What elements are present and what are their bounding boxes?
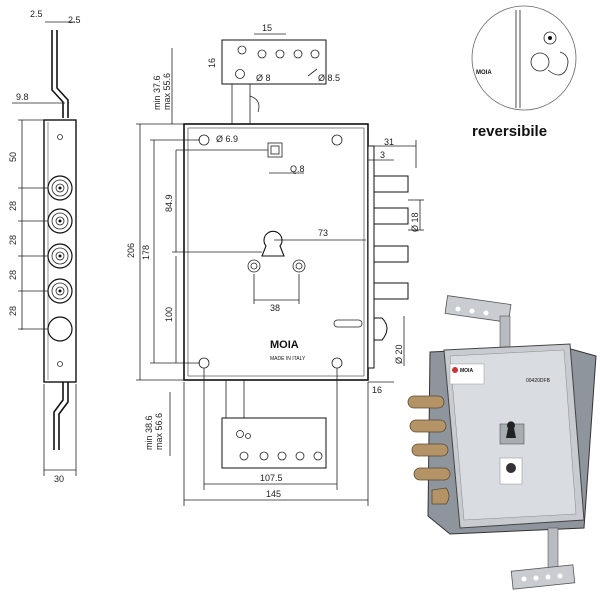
inset-brand: MOIA	[476, 70, 492, 76]
height-178: 178	[141, 245, 151, 260]
latch-offset: 16	[372, 385, 382, 395]
front-latch	[373, 317, 388, 341]
photo-keyhole	[506, 421, 516, 438]
cylinder-screw-right	[292, 259, 306, 273]
side-spacing-28c: 28	[8, 270, 18, 280]
top-range-max: max 55.6	[162, 73, 172, 110]
screw-hole-top-right	[331, 134, 343, 146]
photo-bolts	[407, 395, 451, 505]
square-label: Q.8	[290, 164, 305, 174]
photo-label	[449, 363, 485, 385]
bottom-plate-hole-1	[239, 451, 249, 461]
top-hole-large-label: Ø 8.5	[318, 73, 340, 83]
front-bolt-4	[373, 282, 409, 300]
photo-bottom-rod	[547, 527, 559, 569]
lock-photo: MOIA 00420DFB	[407, 295, 597, 590]
made-in-label: MADE IN ITALY	[270, 356, 306, 362]
inset-circle	[471, 5, 577, 111]
latch-diameter: Ø 20	[394, 344, 404, 364]
latch-slot	[333, 319, 363, 328]
bolt-diameter: Ø 18	[410, 212, 420, 232]
side-view: 2.5 2.5 9.8	[8, 9, 81, 484]
width-145: 145	[266, 489, 281, 499]
bottom-range-max: max 56.6	[154, 413, 164, 450]
top-plate-hole-5	[310, 49, 320, 59]
side-bolt-3	[47, 243, 73, 269]
bottom-connection-plate	[221, 417, 327, 469]
faceplate-3: 3	[380, 150, 385, 160]
side-top-left-label: 2.5	[30, 9, 43, 19]
height-206: 206	[126, 243, 136, 258]
brand-label: MOIA	[270, 339, 299, 351]
cylinder-screw-left	[247, 259, 261, 273]
side-latch	[47, 316, 73, 342]
bottom-rod	[225, 380, 245, 418]
side-bottom-rod	[53, 382, 64, 450]
side-bolt-4	[47, 278, 73, 304]
faceplate-31: 31	[384, 137, 394, 147]
side-top-rod	[51, 30, 64, 118]
key-offset: 73	[318, 228, 328, 238]
side-offset-label: 9.8	[16, 92, 29, 102]
bottom-range-min: min 38.6	[144, 415, 154, 450]
height-84-9: 84.9	[164, 194, 174, 212]
photo-brand: MOIA	[460, 368, 473, 374]
bottom-plate-hole-5	[313, 451, 323, 461]
top-plate-width: 15	[262, 23, 272, 33]
side-bolt-1	[47, 175, 73, 201]
bottom-plate-hole-small	[236, 430, 244, 438]
side-spacing-50: 50	[8, 152, 18, 162]
top-plate-hole-1	[237, 45, 247, 55]
top-plate-hole-2	[257, 49, 267, 59]
side-screw-top	[57, 134, 63, 140]
top-range-min: min 37.6	[152, 75, 162, 110]
top-plate-hole-small	[235, 69, 245, 79]
bottom-plate-hole-2	[259, 451, 269, 461]
top-hole-small-label: Ø 8	[256, 73, 271, 83]
side-top-right-label: 2.5	[68, 15, 81, 25]
screw-hole-label: Ø 6.9	[216, 134, 238, 144]
side-bottom-rod-edge	[58, 382, 69, 450]
width-107-5: 107.5	[260, 473, 283, 483]
side-bolt-2	[47, 208, 73, 234]
side-spacing-28b: 28	[8, 235, 18, 245]
front-view: 15 16 Ø 8 Ø 8.5 min 37.6 max 55.6 Ø 6.9 …	[126, 23, 424, 506]
reversible-label: reversibile	[472, 123, 547, 140]
front-faceplate	[367, 145, 375, 369]
top-plate-hole-3	[275, 49, 285, 59]
bottom-plate-hole-4	[295, 451, 305, 461]
front-bolt-2	[373, 207, 409, 225]
photo-bottom-plate	[510, 564, 576, 590]
photo-model: 00420DFB	[526, 378, 551, 384]
cylinder-keyhole	[261, 230, 285, 257]
front-bolt-1	[373, 175, 409, 193]
top-plate-hole-4	[293, 49, 303, 59]
bottom-plate-hole-3	[277, 451, 287, 461]
top-rod	[231, 84, 251, 124]
side-bottom-width: 30	[54, 474, 64, 484]
reversible-inset: MOIA reversibile	[471, 5, 577, 140]
side-spacing-28d: 28	[8, 306, 18, 316]
front-bolt-3	[373, 245, 409, 263]
side-screw-bottom	[57, 361, 63, 367]
side-top-rod-edge	[56, 30, 69, 118]
cylinder-spacing: 38	[270, 303, 280, 313]
top-connection-plate	[221, 39, 327, 85]
side-spacing-28a: 28	[8, 201, 18, 211]
height-100: 100	[164, 307, 174, 322]
top-plate-height: 16	[207, 58, 217, 68]
photo-top-plate	[444, 295, 512, 323]
